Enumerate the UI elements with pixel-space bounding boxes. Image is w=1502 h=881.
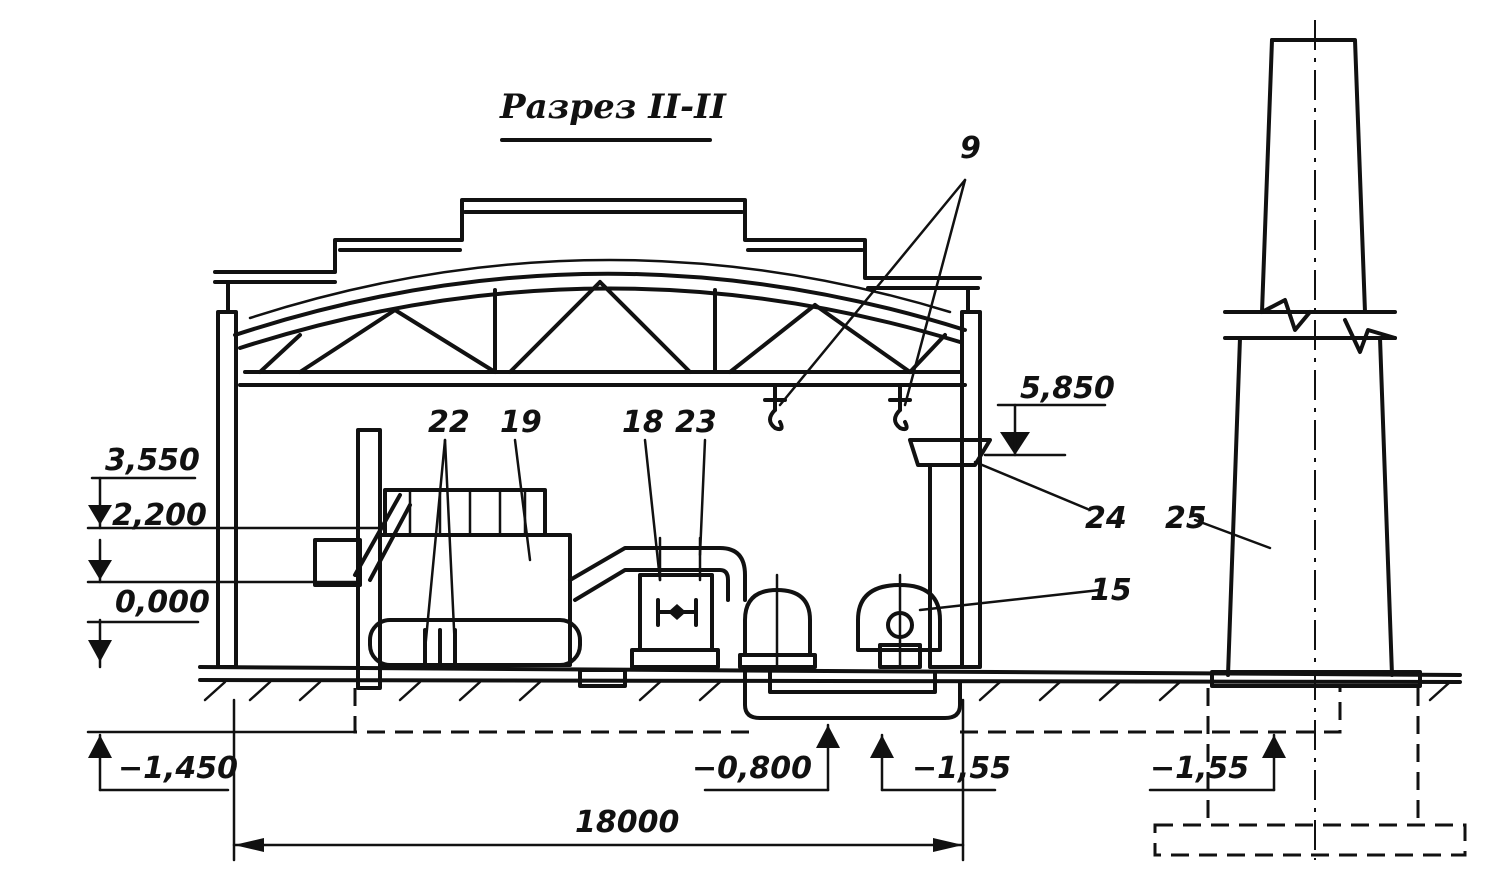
boiler-drum	[368, 618, 582, 667]
building-columns	[216, 310, 982, 669]
chimney-shaft-right	[1378, 336, 1394, 677]
right-column	[960, 310, 982, 669]
boiler-unit	[313, 428, 627, 690]
cyclone-support	[928, 463, 964, 669]
callout-15: 15	[1090, 573, 1132, 608]
ground-hatching	[203, 680, 1452, 702]
callout-25: 25	[1165, 501, 1207, 536]
callout-24: 24	[1085, 501, 1127, 536]
smoke-exhauster	[738, 573, 817, 669]
crane-hooks	[763, 383, 912, 432]
level-2200: 2,200	[112, 498, 207, 533]
level-arrow-icon	[88, 505, 112, 525]
cyclone-24	[908, 438, 992, 669]
leader-lines	[423, 178, 1272, 652]
roof-lantern-outline	[213, 198, 982, 280]
level-minus-155-a: −1,55	[912, 751, 1011, 786]
callout-18: 18	[622, 405, 664, 440]
boiler-body	[378, 533, 572, 667]
ladder-rail	[353, 493, 402, 577]
callout-23: 23	[675, 405, 717, 440]
level-marks: 5,850 3,550 2,200 0,000 −1,450 −0,800 −1…	[86, 371, 1286, 792]
callout-9: 9	[960, 131, 981, 166]
callout-22: 22	[428, 405, 470, 440]
arrow-left-icon	[234, 838, 264, 852]
unit-18	[630, 573, 720, 669]
unit-18-base	[630, 648, 720, 669]
level-arrow-icon	[88, 640, 112, 662]
ground-line	[198, 678, 1462, 684]
span-value: 18000	[575, 805, 679, 840]
left-column	[216, 310, 238, 669]
roof-structure	[213, 198, 982, 314]
section-title: Разрез II-II	[499, 87, 727, 127]
duct-upper	[568, 546, 747, 602]
cyclone-hopper	[908, 438, 992, 467]
burner-box	[313, 538, 362, 587]
level-3550: 3,550	[105, 443, 200, 478]
arrow-right-icon	[933, 838, 963, 852]
title-group: Разрез II-II	[499, 87, 727, 142]
roof-truss	[233, 258, 967, 387]
callouts: 9 15 18 19 22 23 24 25	[428, 131, 1207, 608]
truss-top-chord	[233, 271, 967, 337]
flue-channel	[743, 670, 962, 720]
chimney-footing	[1153, 823, 1467, 857]
level-minus-155-b: −1,55	[1150, 751, 1249, 786]
floor-line	[198, 665, 1462, 677]
chimney-shaft-left	[1226, 336, 1242, 677]
left-foundation	[353, 688, 750, 734]
level-0000: 0,000	[115, 585, 210, 620]
ground	[198, 665, 1462, 702]
level-arrow-icon	[88, 560, 112, 580]
level-minus-0800: −0,800	[692, 751, 812, 786]
span-dimension: 18000	[232, 698, 965, 862]
level-5850: 5,850	[1020, 371, 1115, 406]
fan-15	[856, 573, 942, 669]
chimney	[1210, 20, 1422, 860]
callout-19: 19	[500, 405, 542, 440]
chimney-top	[1270, 38, 1367, 314]
hook-icon	[763, 398, 787, 432]
level-minus-1450: −1,450	[118, 751, 238, 786]
